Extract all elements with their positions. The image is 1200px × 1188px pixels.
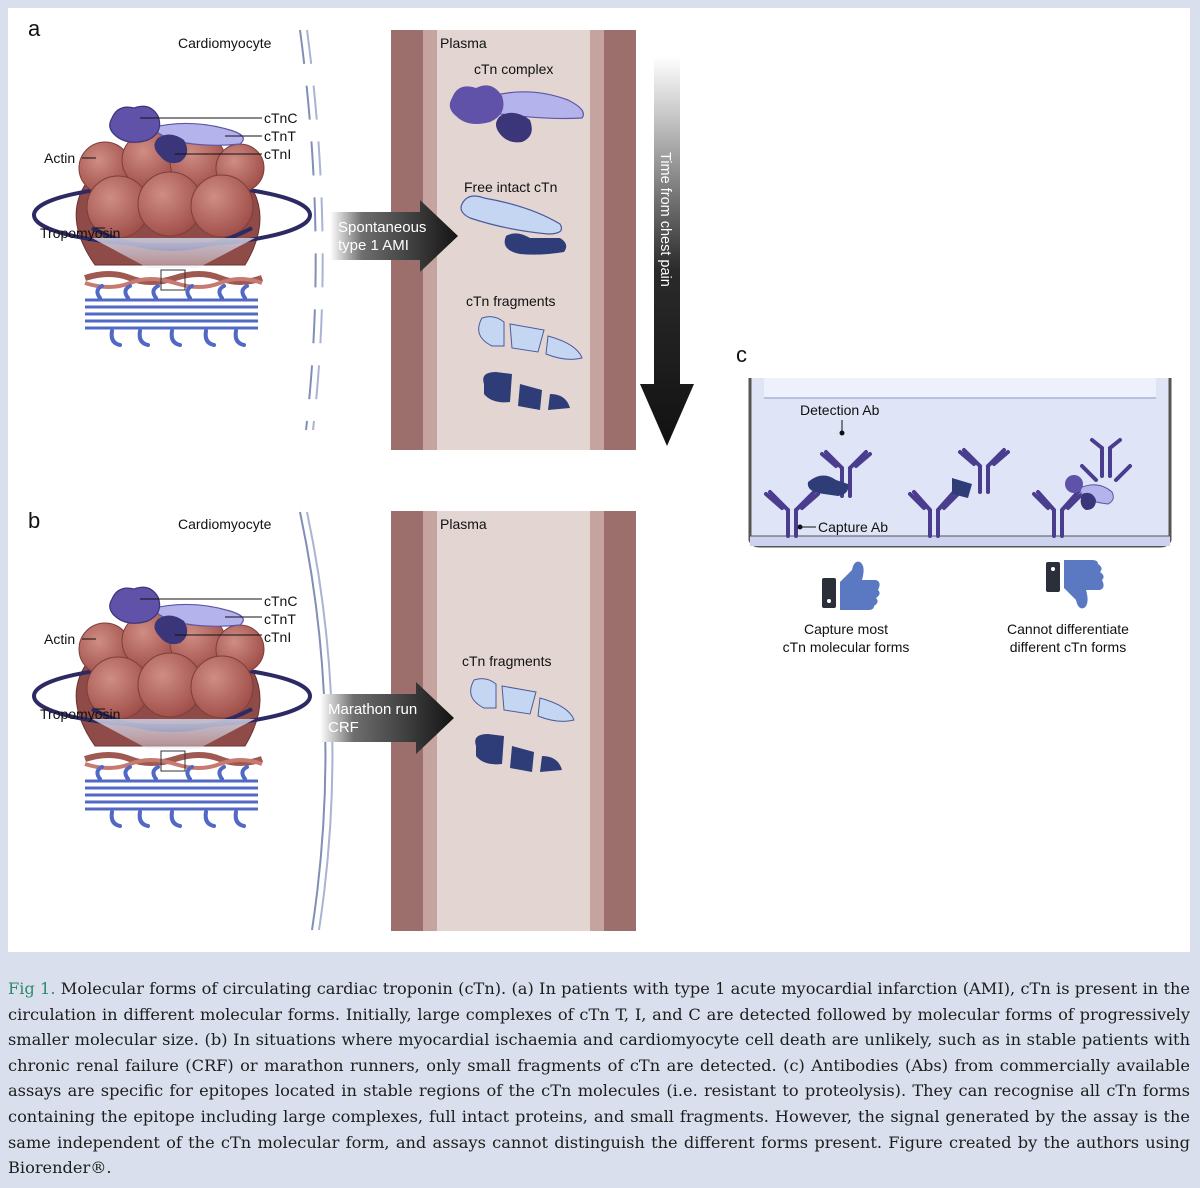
panel-b-ctn-callouts [82,598,262,710]
thumbs-down-icon [1046,560,1104,609]
panel-a-release-arrow [330,200,458,272]
panel-a-arrow-line2: type 1 AMI [338,237,409,254]
panel-b-release-arrow [320,682,454,754]
panel-b-ctnt-label: cTnT [264,611,296,627]
panel-a-complex-label: cTn complex [474,61,553,77]
panel-a-arrow-line1: Spontaneous [338,219,426,236]
panel-b-letter: b [28,508,40,533]
panel-a-cardiomyocyte-label: Cardiomyocyte [178,35,272,51]
panel-b-arrow-line1: Marathon run [328,701,417,718]
antibody-pair-2 [908,448,1010,538]
panel-a-ctn-complex [449,85,584,143]
time-arrow [640,56,694,446]
antibody-pair-2-fragment [952,478,972,498]
antibody-pair-1-ctn [807,475,849,496]
panel-b-cardiomyocyte-label: Cardiomyocyte [178,516,272,532]
panel-a-ctn-callouts [82,117,262,229]
panel-b-arrow-line2: CRF [328,719,359,736]
detection-ab-label: Detection Ab [800,402,880,418]
panel-a-free-label: Free intact cTn [464,179,557,195]
figure-illustration: a Cardiomyocyte cTnC cTnT cTnI Actin Tro… [28,16,1172,931]
antibody-pair-3-complex [1065,475,1114,510]
panel-b-ctnc-label: cTnC [264,593,297,609]
panel-b-ctni-label: cTnI [264,629,291,645]
figure-frame: a Cardiomyocyte cTnC cTnT cTnI Actin Tro… [8,8,1190,952]
pro-text-line2: cTn molecular forms [783,639,910,655]
figure-caption-label: Fig 1. [8,979,56,998]
antibody-pair-3 [1032,438,1132,538]
panel-a-ctnt-label: cTnT [264,128,296,144]
panel-b-actin-label: Actin [44,631,75,647]
thumbs-up-icon [822,561,880,610]
panel-a-ctni-label: cTnI [264,146,291,162]
panel-b-plasma-label: Plasma [440,516,487,532]
panel-a-tropomyosin-label: Tropomyosin [40,225,120,241]
panel-c-letter: c [736,342,747,367]
con-text-line1: Cannot differentiate [1007,621,1129,637]
panel-a-plasma-label: Plasma [440,35,487,51]
panel-a-free-ctn [460,195,567,255]
capture-ab-callout [797,524,816,530]
panel-a-actin-label: Actin [44,150,75,166]
panel-a-ctnc-label: cTnC [264,110,297,126]
detection-ab-callout [839,420,845,436]
time-arrow-label: Time from chest pain [657,152,673,287]
figure-caption: Fig 1. Molecular forms of circulating ca… [8,976,1190,1181]
panel-b-fragments-label: cTn fragments [462,653,551,669]
panel-a-letter: a [28,16,41,41]
pro-text-line1: Capture most [804,621,888,637]
figure-caption-text: Molecular forms of circulating cardiac t… [8,979,1190,1178]
panel-b-tropomyosin-label: Tropomyosin [40,706,120,722]
panel-a-fragments-label: cTn fragments [466,293,555,309]
con-text-line2: different cTn forms [1010,639,1126,655]
capture-ab-label: Capture Ab [818,519,888,535]
